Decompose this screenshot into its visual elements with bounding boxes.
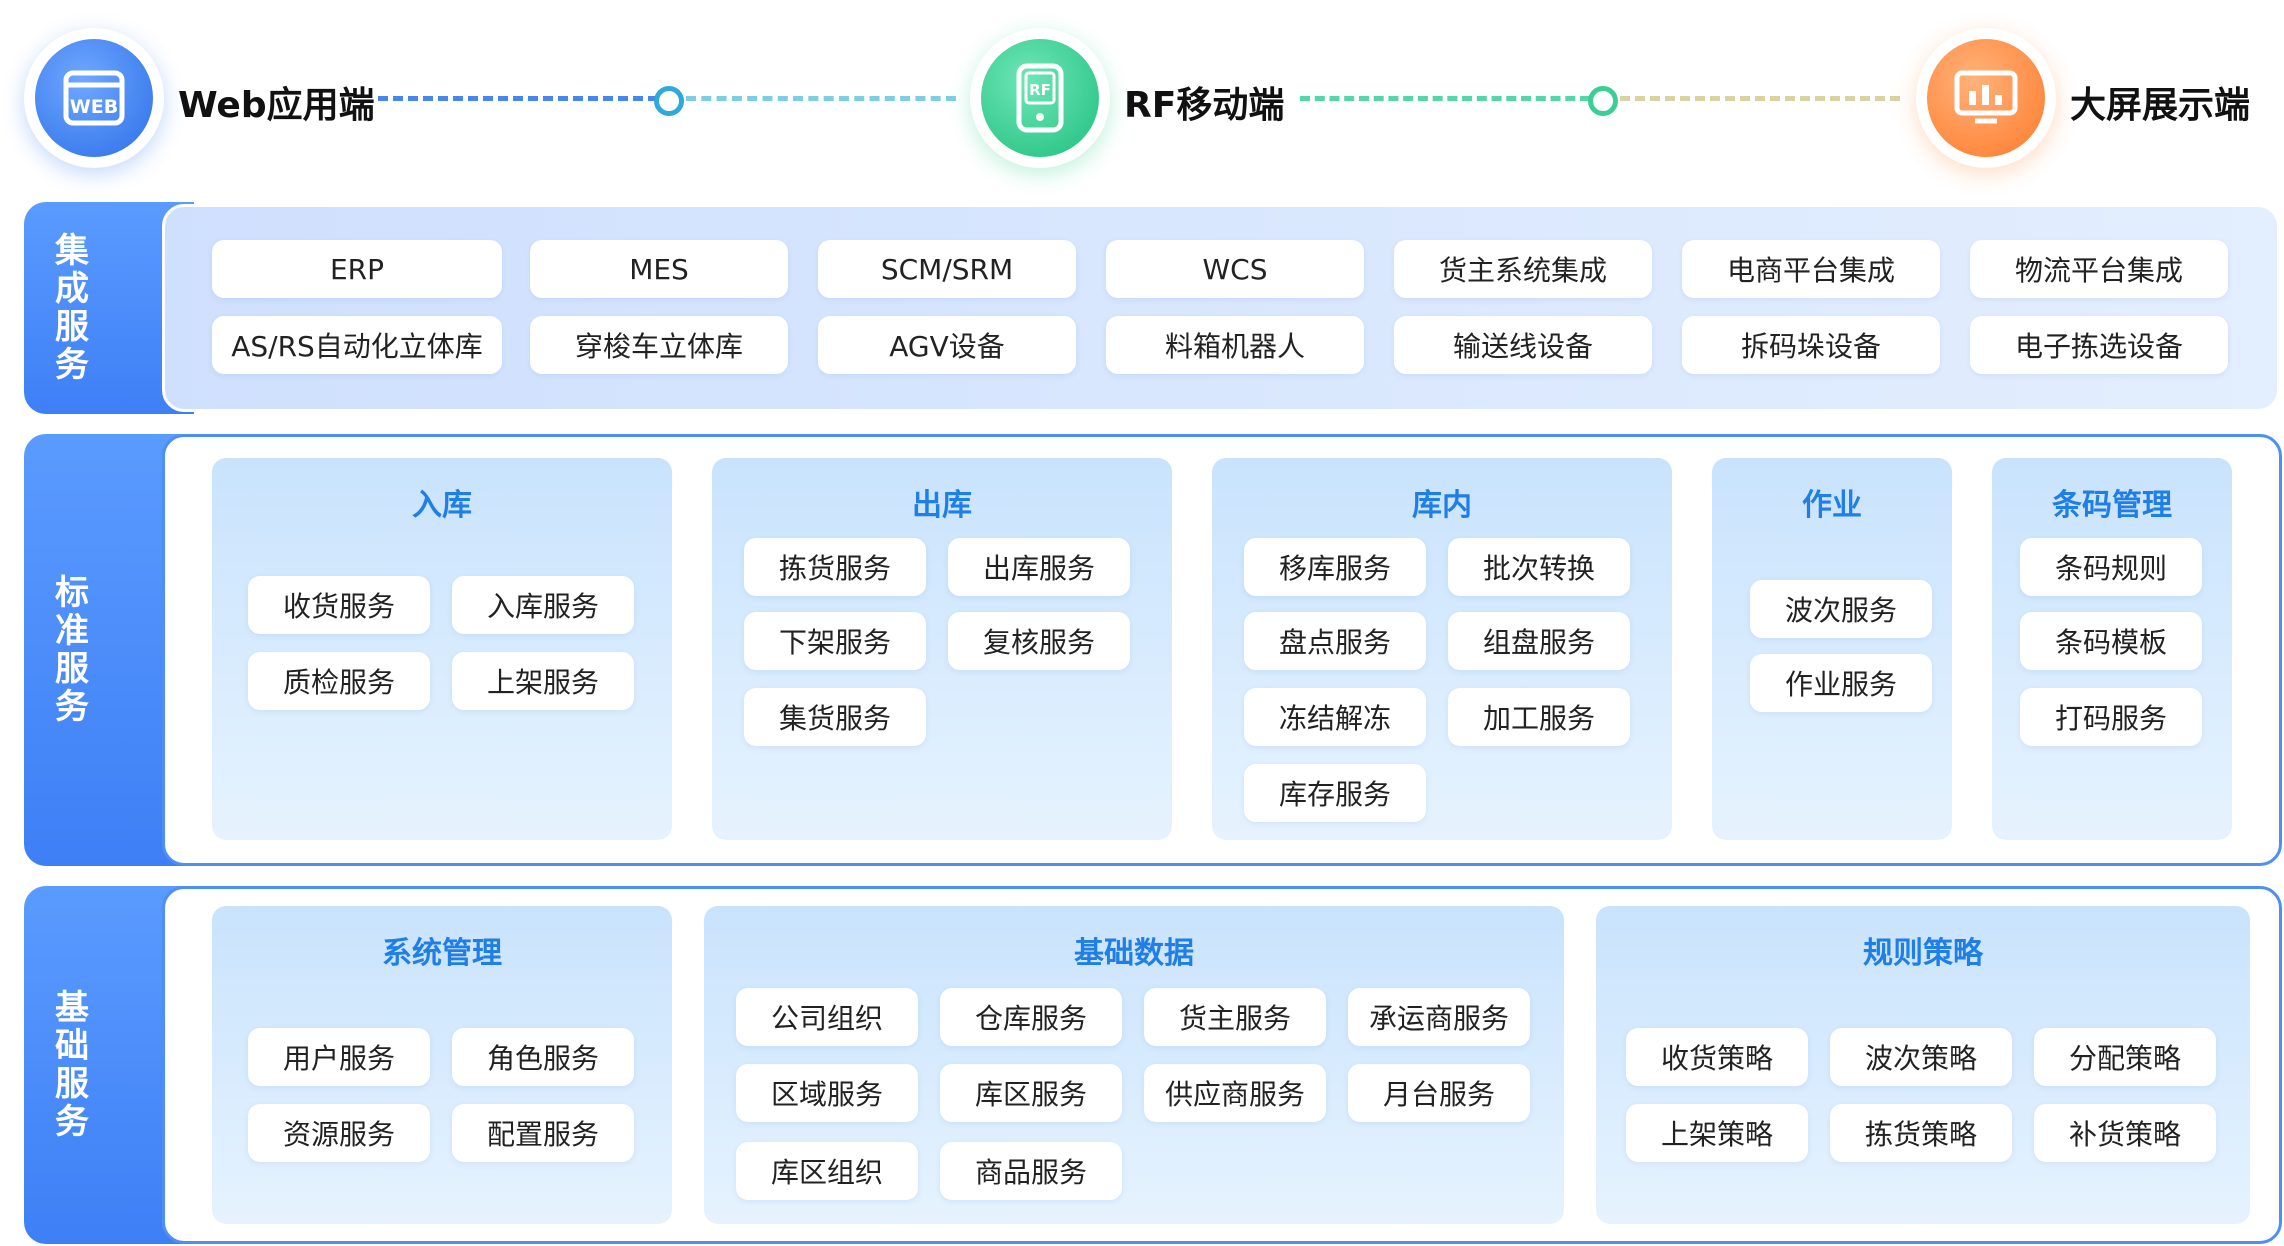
standard-service-pill: 批次转换 xyxy=(1448,538,1630,596)
integration-chip: 电商平台集成 xyxy=(1682,240,1940,298)
basic-module-title: 规则策略 xyxy=(1863,936,1983,971)
basic-service-pill: 用户服务 xyxy=(248,1028,430,1086)
basic-service-pill: 资源服务 xyxy=(248,1104,430,1162)
standard-service-pill: 出库服务 xyxy=(948,538,1130,596)
web-browser-icon: WEB xyxy=(35,39,153,157)
integration-panel xyxy=(162,204,2280,412)
standard-service-pill: 打码服务 xyxy=(2020,688,2202,746)
integration-chip: 穿梭车立体库 xyxy=(530,316,788,374)
basic-service-pill: 库区组织 xyxy=(736,1142,918,1200)
basic-service-pill: 角色服务 xyxy=(452,1028,634,1086)
screen-channel-label: 大屏展示端 xyxy=(2070,85,2251,126)
standard-service-pill: 加工服务 xyxy=(1448,688,1630,746)
basic-service-pill: 库区服务 xyxy=(940,1064,1122,1122)
basic-service-pill: 配置服务 xyxy=(452,1104,634,1162)
basic-service-pill: 收货策略 xyxy=(1626,1028,1808,1086)
rf-icon-text: RF xyxy=(1029,81,1051,99)
standard-service-pill: 拣货服务 xyxy=(744,538,926,596)
basic-service-pill: 上架策略 xyxy=(1626,1104,1808,1162)
connector-line xyxy=(1300,96,1590,101)
basic-service-pill: 月台服务 xyxy=(1348,1064,1530,1122)
large-screen-icon xyxy=(1927,39,2045,157)
basic-service-pill: 供应商服务 xyxy=(1144,1064,1326,1122)
standard-service-pill: 库存服务 xyxy=(1244,764,1426,822)
standard-module: 入库收货服务入库服务质检服务上架服务 xyxy=(212,458,672,840)
standard-service-pill: 收货服务 xyxy=(248,576,430,634)
integration-chip: WCS xyxy=(1106,240,1364,298)
basic-service-pill: 货主服务 xyxy=(1144,988,1326,1046)
integration-section-title: 集成服务 xyxy=(48,232,89,384)
standard-service-pill: 条码模板 xyxy=(2020,612,2202,670)
standard-service-pill: 入库服务 xyxy=(452,576,634,634)
standard-module: 作业波次服务作业服务 xyxy=(1712,458,1952,840)
basic-module: 基础数据公司组织仓库服务货主服务承运商服务区域服务库区服务供应商服务月台服务库区… xyxy=(704,906,1564,1224)
web-channel-badge: WEB xyxy=(24,28,164,168)
standard-module-title: 入库 xyxy=(412,488,472,523)
basic-service-pill: 补货策略 xyxy=(2034,1104,2216,1162)
web-icon-text: WEB xyxy=(70,96,118,118)
standard-service-pill: 作业服务 xyxy=(1750,654,1932,712)
rf-handheld-icon: RF xyxy=(981,39,1099,157)
standard-section-title: 标准服务 xyxy=(48,574,89,726)
basic-service-pill: 波次策略 xyxy=(1830,1028,2012,1086)
standard-module: 出库拣货服务出库服务下架服务复核服务集货服务 xyxy=(712,458,1172,840)
standard-module-title: 出库 xyxy=(912,488,972,523)
web-channel-label: Web应用端 xyxy=(178,85,375,126)
standard-service-pill: 复核服务 xyxy=(948,612,1130,670)
integration-chip: 输送线设备 xyxy=(1394,316,1652,374)
integration-chip: 料箱机器人 xyxy=(1106,316,1364,374)
basic-service-pill: 分配策略 xyxy=(2034,1028,2216,1086)
integration-chip: 货主系统集成 xyxy=(1394,240,1652,298)
basic-service-pill: 商品服务 xyxy=(940,1142,1122,1200)
basic-service-pill: 拣货策略 xyxy=(1830,1104,2012,1162)
standard-service-pill: 下架服务 xyxy=(744,612,926,670)
basic-module-title: 系统管理 xyxy=(382,936,502,971)
integration-chip: 物流平台集成 xyxy=(1970,240,2228,298)
connector-node xyxy=(654,86,684,116)
integration-chip: ERP xyxy=(212,240,502,298)
standard-module-title: 库内 xyxy=(1412,488,1472,523)
basic-module: 规则策略收货策略波次策略分配策略上架策略拣货策略补货策略 xyxy=(1596,906,2250,1224)
standard-service-pill: 冻结解冻 xyxy=(1244,688,1426,746)
integration-chip: 拆码垛设备 xyxy=(1682,316,1940,374)
standard-module-title: 条码管理 xyxy=(2052,488,2172,523)
integration-chip: MES xyxy=(530,240,788,298)
basic-service-pill: 区域服务 xyxy=(736,1064,918,1122)
rf-channel-badge: RF xyxy=(970,28,1110,168)
integration-chip: AGV设备 xyxy=(818,316,1076,374)
standard-service-pill: 波次服务 xyxy=(1750,580,1932,638)
basic-section-title: 基础服务 xyxy=(48,989,89,1141)
standard-service-pill: 集货服务 xyxy=(744,688,926,746)
screen-channel-badge xyxy=(1916,28,2056,168)
basic-service-pill: 承运商服务 xyxy=(1348,988,1530,1046)
standard-module: 条码管理条码规则条码模板打码服务 xyxy=(1992,458,2232,840)
standard-service-pill: 质检服务 xyxy=(248,652,430,710)
connector-node xyxy=(1588,86,1618,116)
standard-service-pill: 移库服务 xyxy=(1244,538,1426,596)
basic-service-pill: 公司组织 xyxy=(736,988,918,1046)
basic-module-title: 基础数据 xyxy=(1074,936,1194,971)
connector-line xyxy=(686,96,956,101)
basic-module: 系统管理用户服务角色服务资源服务配置服务 xyxy=(212,906,672,1224)
standard-module: 库内移库服务批次转换盘点服务组盘服务冻结解冻加工服务库存服务 xyxy=(1212,458,1672,840)
connector-line xyxy=(378,96,658,101)
standard-service-pill: 上架服务 xyxy=(452,652,634,710)
integration-chip: SCM/SRM xyxy=(818,240,1076,298)
rf-channel-label: RF移动端 xyxy=(1124,85,1285,126)
standard-module-title: 作业 xyxy=(1802,488,1862,523)
basic-service-pill: 仓库服务 xyxy=(940,988,1122,1046)
connector-line xyxy=(1620,96,1900,101)
standard-service-pill: 盘点服务 xyxy=(1244,612,1426,670)
integration-chip: AS/RS自动化立体库 xyxy=(212,316,502,374)
standard-service-pill: 条码规则 xyxy=(2020,538,2202,596)
integration-chip: 电子拣选设备 xyxy=(1970,316,2228,374)
standard-service-pill: 组盘服务 xyxy=(1448,612,1630,670)
